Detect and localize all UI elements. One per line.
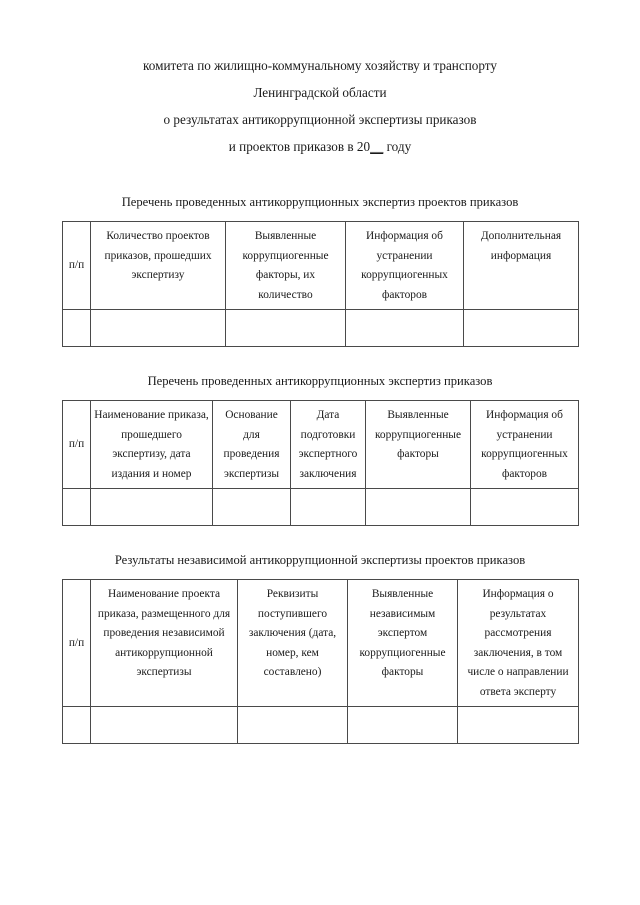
cell-2[interactable] (212, 488, 291, 526)
section-1: Перечень проведенных антикоррупционных э… (62, 189, 579, 347)
table-row (62, 309, 579, 347)
cell-1[interactable] (90, 309, 226, 347)
cell-4[interactable] (457, 706, 579, 744)
column-header-index: п/п (62, 221, 91, 310)
column-header-3: Дата подготовки экспертного заключения (290, 400, 366, 489)
header-line-4: и проектов приказов в 20__ году (0, 133, 640, 160)
cell-2[interactable] (237, 706, 348, 744)
column-header-3: Выявленные независимым экспертом коррупц… (347, 579, 458, 707)
cell-1[interactable] (90, 706, 238, 744)
header-line-1: комитета по жилищно-коммунальному хозяйс… (143, 58, 497, 73)
column-header-4: Дополнительная информация (463, 221, 579, 310)
column-header-5: Информация об устранении коррупциогенных… (470, 400, 579, 489)
column-header-2: Выявленные коррупциогенные факторы, их к… (225, 221, 346, 310)
cell-index[interactable] (62, 488, 91, 526)
column-header-2: Основание для проведения экспертизы (212, 400, 291, 489)
table-header-row: п/п Наименование проекта приказа, размещ… (62, 579, 579, 707)
table-independent-expertise: п/п Наименование проекта приказа, размещ… (62, 579, 579, 744)
column-header-2: Реквизиты поступившего заключения (дата,… (237, 579, 348, 707)
section-3-title: Результаты независимой антикоррупционной… (114, 553, 526, 567)
column-header-3: Информация об устранении коррупциогенных… (345, 221, 464, 310)
cell-2[interactable] (225, 309, 346, 347)
column-header-1: Наименование проекта приказа, размещенно… (90, 579, 238, 707)
table-row (62, 706, 579, 744)
section-2-title: Перечень проведенных антикоррупционных э… (147, 374, 493, 388)
header-year-prefix: и проектов приказов в 20 (228, 139, 371, 154)
table-row (62, 488, 579, 526)
cell-index[interactable] (62, 309, 91, 347)
column-header-index: п/п (62, 579, 91, 707)
header-line-3: о результатах антикоррупционной эксперти… (163, 112, 477, 127)
column-header-4: Информация о результатах рассмотрения за… (457, 579, 579, 707)
cell-5[interactable] (470, 488, 579, 526)
section-3: Результаты независимой антикоррупционной… (62, 547, 579, 744)
column-header-index: п/п (62, 400, 91, 489)
cell-4[interactable] (463, 309, 579, 347)
table-expertise-orders: п/п Наименование приказа, прошедшего экс… (62, 400, 579, 526)
section-1-title: Перечень проведенных антикоррупционных э… (121, 195, 519, 209)
header-line-2: Ленинградской области (253, 85, 387, 100)
section-2: Перечень проведенных антикоррупционных э… (62, 368, 579, 526)
document-header: комитета по жилищно-коммунальному хозяйс… (0, 52, 640, 160)
header-year-suffix: году (383, 139, 412, 154)
cell-index[interactable] (62, 706, 91, 744)
cell-3[interactable] (347, 706, 458, 744)
cell-3[interactable] (290, 488, 366, 526)
column-header-1: Наименование приказа, прошедшего эксперт… (90, 400, 213, 489)
table-header-row: п/п Количество проектов приказов, прошед… (62, 221, 579, 310)
table-header-row: п/п Наименование приказа, прошедшего экс… (62, 400, 579, 489)
cell-1[interactable] (90, 488, 213, 526)
table-expertise-project-orders: п/п Количество проектов приказов, прошед… (62, 221, 579, 347)
cell-3[interactable] (345, 309, 464, 347)
year-blank-field[interactable]: __ (370, 139, 384, 154)
column-header-1: Количество проектов приказов, прошедших … (90, 221, 226, 310)
column-header-4: Выявленные коррупциогенные факторы (365, 400, 471, 489)
cell-4[interactable] (365, 488, 471, 526)
